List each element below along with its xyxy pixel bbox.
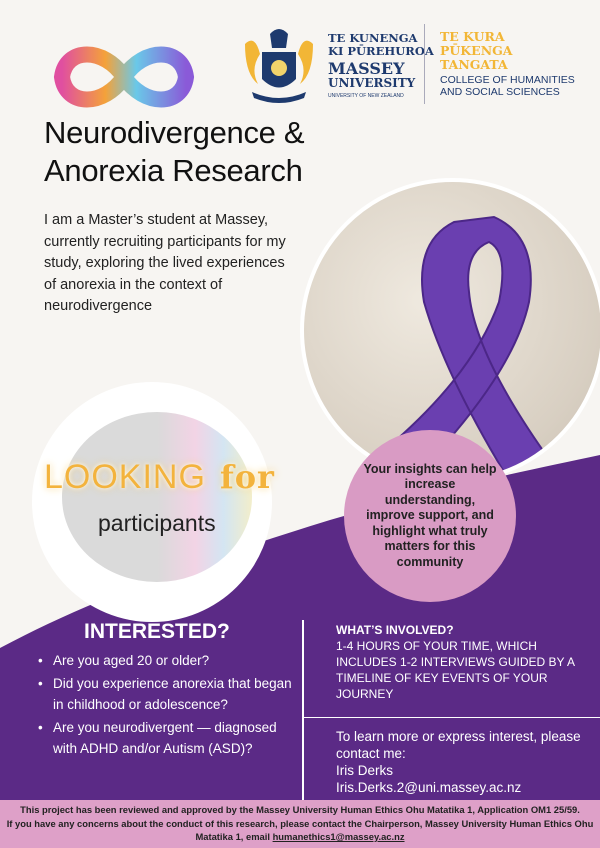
insight-text: Your insights can help increase understa… bbox=[363, 461, 497, 569]
list-item: Did you experience anorexia that began i… bbox=[36, 673, 294, 715]
eligibility-list: Are you aged 20 or older? Did you experi… bbox=[36, 650, 294, 761]
logo-text: AND SOCIAL SCIENCES bbox=[440, 86, 560, 98]
for-text: for bbox=[219, 458, 275, 496]
footer-text: This project has been reviewed and appro… bbox=[20, 804, 580, 815]
massey-crest-icon bbox=[245, 29, 313, 103]
logo-text: MASSEY bbox=[328, 59, 405, 78]
involved-heading: WHAT’S INVOLVED? bbox=[336, 623, 454, 637]
logo-text: TE KURA bbox=[440, 29, 505, 44]
ethics-email-link[interactable]: humanethics1@massey.ac.nz bbox=[272, 831, 405, 842]
logo-text: UNIVERSITY OF NEW ZEALAND bbox=[328, 92, 404, 99]
section-divider bbox=[302, 717, 600, 718]
column-divider bbox=[302, 620, 304, 800]
participants-text: participants bbox=[98, 510, 216, 536]
awareness-ribbon-icon bbox=[392, 215, 546, 474]
involved-text: 1-4 hours of your time, which includes 1… bbox=[336, 639, 575, 701]
contact-name: Iris Derks bbox=[336, 763, 393, 778]
logo-text: TE KUNENGA bbox=[328, 31, 418, 45]
list-item: Are you neurodivergent — diagnosed with … bbox=[36, 717, 294, 759]
logo-text: KI PŪREHUROA bbox=[328, 43, 434, 58]
college-wordmark: TE KURA PŪKENGA TANGATA COLLEGE OF HUMAN… bbox=[440, 29, 575, 99]
logo-text: PŪKENGA bbox=[440, 43, 513, 58]
contact-text: To learn more or express interest, pleas… bbox=[336, 729, 581, 761]
logo-text: TANGATA bbox=[440, 57, 508, 72]
interested-heading: INTERESTED? bbox=[84, 620, 230, 643]
massey-wordmark: TE KUNENGA KI PŪREHUROA MASSEY UNIVERSIT… bbox=[328, 32, 434, 102]
contact-section: To learn more or express interest, pleas… bbox=[336, 728, 586, 796]
looking-text: LOOKING bbox=[44, 458, 206, 496]
insight-bubble: Your insights can help increase understa… bbox=[344, 430, 516, 602]
infinity-logo-icon bbox=[53, 46, 195, 108]
title-line: Neurodivergence & bbox=[44, 115, 305, 150]
ethics-footer: This project has been reviewed and appro… bbox=[0, 800, 600, 848]
looking-for-heading: LOOKING for bbox=[44, 458, 275, 497]
intro-text: I am a Master’s student at Massey, curre… bbox=[44, 212, 286, 314]
title-line: Anorexia Research bbox=[44, 153, 303, 188]
list-item: Are you aged 20 or older? bbox=[36, 650, 294, 671]
logo-text: UNIVERSITY bbox=[328, 76, 416, 90]
footer-text: If you have any concerns about the condu… bbox=[6, 817, 594, 843]
page-title: Neurodivergence &Anorexia Research bbox=[44, 114, 305, 190]
brain-illustration bbox=[32, 382, 272, 622]
logo-divider bbox=[424, 24, 425, 104]
contact-email[interactable]: Iris.Derks.2@uni.massey.ac.nz bbox=[336, 780, 522, 795]
logo-text: COLLEGE OF HUMANITIES bbox=[440, 74, 575, 86]
